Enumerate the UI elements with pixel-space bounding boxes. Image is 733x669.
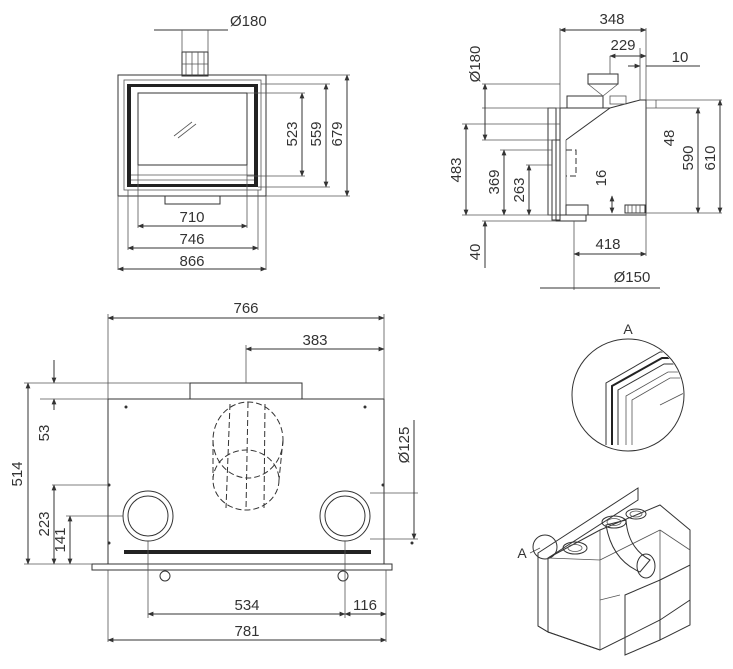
iso-view: A	[517, 487, 691, 656]
top-width-781: 781	[234, 623, 259, 640]
top-width-116: 116	[353, 597, 377, 614]
top-width-383: 383	[302, 332, 327, 349]
front-width-746: 746	[179, 231, 204, 248]
side-inlet-diameter: Ø150	[614, 269, 651, 286]
side-height-610: 610	[702, 145, 719, 170]
side-height-590: 590	[680, 145, 697, 170]
top-view: 766 383 534 116 781 514 53 223 141 Ø125	[9, 300, 418, 643]
side-height-369: 369	[486, 169, 503, 194]
top-depth-223: 223	[36, 511, 53, 536]
top-depth-53: 53	[36, 425, 53, 442]
top-spigot-diameter: Ø125	[396, 427, 413, 464]
front-width-866: 866	[179, 253, 204, 270]
side-height-483: 483	[448, 157, 465, 182]
side-view: 348 229 10 Ø180 483 369 263 40 16 48 590…	[448, 11, 723, 290]
side-depth-229: 229	[610, 37, 635, 54]
top-depth-141: 141	[52, 527, 69, 552]
top-width-766: 766	[233, 300, 258, 317]
side-height-263: 263	[511, 177, 528, 202]
front-height-679: 679	[329, 121, 346, 146]
side-depth-418: 418	[595, 236, 620, 253]
side-height-40: 40	[467, 244, 484, 261]
detail-label: A	[623, 321, 633, 337]
iso-detail-label: A	[517, 545, 527, 561]
side-depth-348: 348	[599, 11, 624, 28]
front-height-559: 559	[308, 121, 325, 146]
front-flue-diameter: Ø180	[230, 13, 267, 30]
top-width-534: 534	[234, 597, 259, 614]
front-height-523: 523	[284, 121, 301, 146]
front-view: Ø180 710 746 866 523 559 679	[117, 13, 350, 272]
side-height-48: 48	[661, 130, 678, 147]
side-offset-10: 10	[672, 49, 689, 66]
side-flue-diameter: Ø180	[467, 46, 484, 83]
top-depth-514: 514	[9, 461, 26, 486]
detail-a: A	[571, 321, 685, 452]
side-height-16: 16	[593, 170, 610, 187]
front-width-710: 710	[179, 209, 204, 226]
